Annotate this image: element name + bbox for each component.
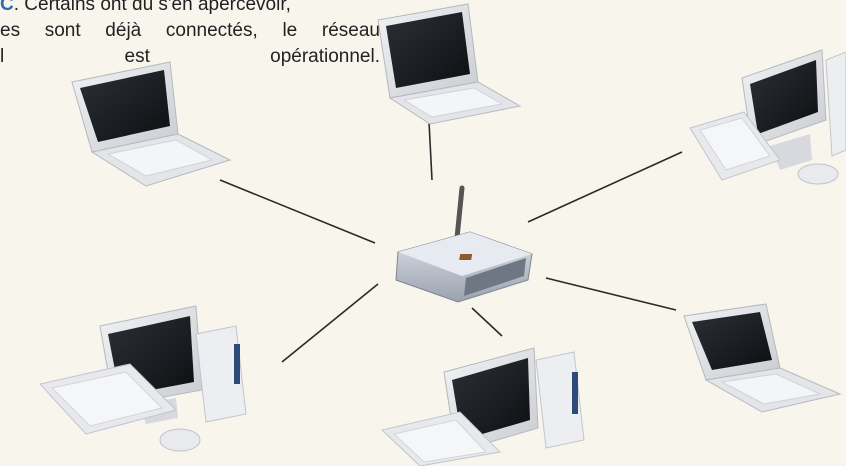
- link-router-desktop-bottom: [471, 307, 503, 337]
- paragraph-line-1-text: . Certains ont dû s'en apercevoir,: [13, 0, 291, 15]
- laptop-icon-left: [71, 61, 232, 187]
- intro-paragraph: C. Certains ont dû s'en apercevoir, es s…: [0, 0, 380, 70]
- laptop-icon-top: [377, 3, 522, 125]
- link-router-laptop-left: [219, 179, 376, 244]
- laptop-icon-right: [683, 303, 842, 413]
- router-icon: [395, 185, 533, 303]
- desktop-computer-icon-bottom: [380, 347, 585, 466]
- paragraph-line-2: es sont déjà connectés, le réseau: [0, 20, 380, 41]
- paragraph-accent-text: C: [0, 0, 14, 15]
- link-router-desktop-right: [527, 151, 683, 223]
- link-router-desktop-left: [281, 283, 379, 363]
- link-router-laptop-right: [545, 277, 677, 311]
- desktop-computer-icon-right: [689, 49, 846, 185]
- desktop-computer-icon-left: [39, 305, 247, 452]
- paragraph-line-1: C. Certains ont dû s'en apercevoir,: [0, 0, 380, 18]
- paragraph-line-3: l est opérationnel.: [0, 46, 380, 67]
